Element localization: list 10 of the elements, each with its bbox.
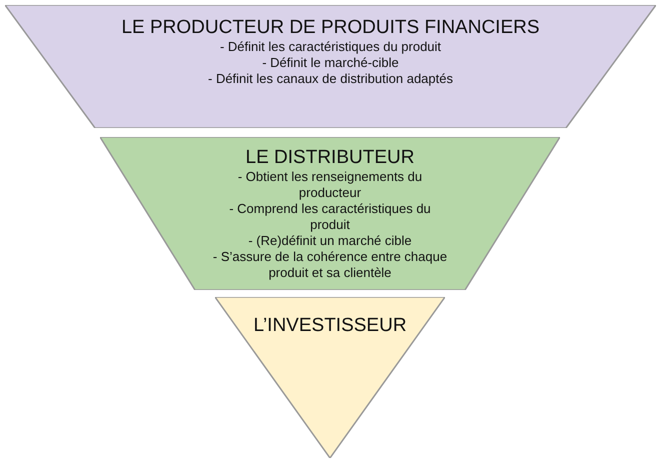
tier-bullet: - Comprend les caractéristiques du produit (228, 201, 432, 233)
tier-bullet: - Définit le marché-cible (262, 55, 399, 71)
tier-heading: L’INVESTISSEUR (252, 315, 408, 337)
tier-heading: LE PRODUCTEUR DE PRODUITS FINANCIERS (120, 17, 541, 39)
tier-heading: LE DISTRIBUTEUR (244, 147, 416, 169)
tier-bullet: - Obtient les renseignements du producteur (236, 169, 424, 201)
tier-bullet: - Définit les canaux de distribution adaptés (208, 71, 453, 87)
tier-bullet: - S’assure de la cohérence entre chaque produit et sa clientèle (212, 249, 448, 281)
tier-bullet: - (Re)définit un marché cible (248, 233, 412, 249)
tier-bullet: - Définit les caractéristiques du produit (220, 39, 442, 55)
